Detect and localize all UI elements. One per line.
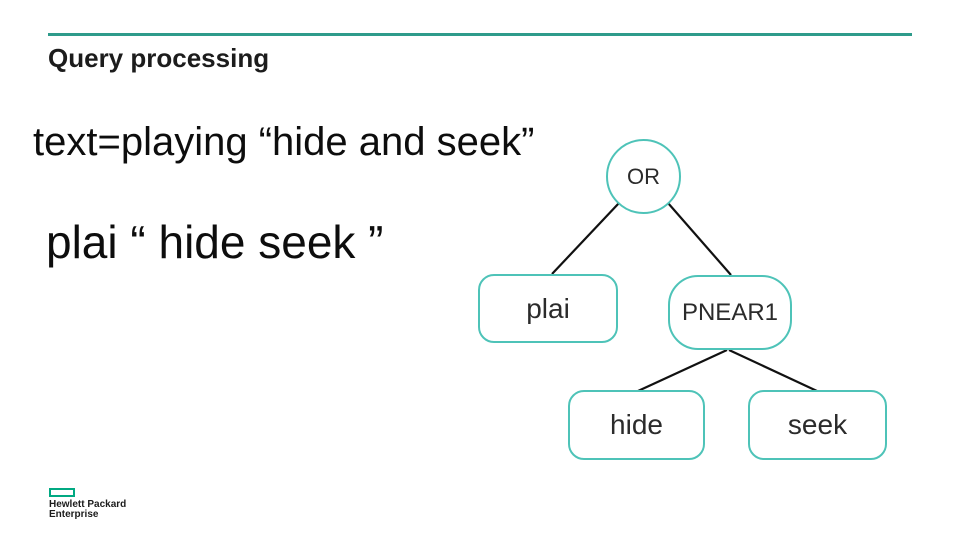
hpe-logo: Hewlett Packard Enterprise — [49, 488, 126, 520]
tree-edge-pnear-seek — [728, 349, 818, 392]
tree-node-hide-label: hide — [610, 409, 663, 440]
query-original-text: text=playing “hide and seek” — [33, 120, 535, 164]
tree-edge-pnear-hide — [637, 349, 728, 392]
tree-node-pnear1: PNEAR1 — [668, 275, 792, 350]
tree-node-plai-label: plai — [526, 292, 570, 324]
tree-node-seek: seek — [748, 390, 887, 460]
hpe-logo-text-line2: Enterprise — [49, 509, 99, 520]
tree-node-pnear1-label: PNEAR1 — [681, 298, 779, 326]
tree-node-seek-label: seek — [787, 409, 848, 440]
query-processed-text: plai “ hide seek ” — [46, 216, 384, 268]
hpe-logo-text: Hewlett Packard Enterprise — [49, 500, 126, 520]
tree-node-or-label: OR — [627, 163, 660, 189]
top-accent-rule — [48, 33, 912, 36]
slide-title: Query processing — [48, 43, 270, 73]
hpe-logo-mark-icon — [49, 488, 75, 497]
tree-node-hide: hide — [568, 390, 705, 460]
tree-edge-or-pnear — [667, 202, 732, 276]
tree-edge-or-plai — [551, 202, 620, 275]
hpe-logo-text-line1: Hewlett Packard — [49, 499, 127, 510]
tree-node-plai: plai — [478, 274, 618, 343]
tree-node-or: OR — [606, 139, 681, 214]
